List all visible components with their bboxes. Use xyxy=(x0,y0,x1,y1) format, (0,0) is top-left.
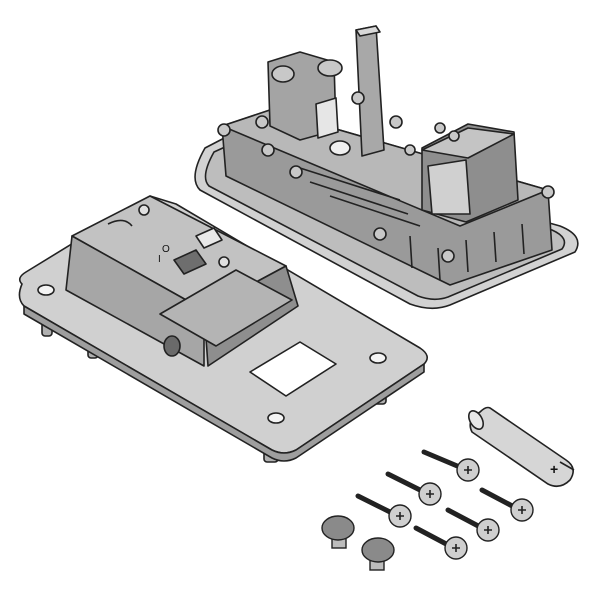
panel-mark-i: I xyxy=(158,254,161,265)
jack-hole xyxy=(163,335,181,357)
latch-window xyxy=(315,97,339,139)
battery-body xyxy=(469,406,574,488)
release-lever-top xyxy=(355,25,381,37)
frame-ramp xyxy=(159,269,293,347)
frame-cutout xyxy=(249,341,337,397)
square-button xyxy=(195,227,223,249)
screw xyxy=(479,487,534,522)
latch-hole xyxy=(329,140,351,156)
cap xyxy=(321,515,355,549)
battery-plus-label: + xyxy=(550,461,558,477)
housing-ribs xyxy=(299,167,421,227)
cap xyxy=(361,537,395,571)
housing-unit xyxy=(194,25,579,310)
connector-port xyxy=(173,249,207,275)
screws xyxy=(355,449,534,560)
housing-side-ribs xyxy=(409,223,525,281)
battery xyxy=(467,406,575,488)
housing-screw-bosses xyxy=(217,91,555,263)
screw xyxy=(445,507,500,542)
panel-mark-o: O xyxy=(162,244,170,255)
mounting-frame xyxy=(18,195,428,463)
screw xyxy=(355,493,412,528)
frame-hole xyxy=(369,352,387,364)
frame-hole xyxy=(267,412,285,424)
battery-end xyxy=(467,410,485,430)
hinge-knob-left xyxy=(271,65,295,83)
frame-top-screw xyxy=(138,204,150,216)
hinge-knob xyxy=(317,59,343,77)
caps xyxy=(321,515,395,571)
frame-top-screw xyxy=(218,256,230,268)
control-box-front xyxy=(65,235,205,367)
frame-plate-edge xyxy=(23,305,425,462)
screw xyxy=(421,449,480,482)
screw xyxy=(413,525,468,560)
frame-arc-mark xyxy=(107,219,133,227)
battery-terminal xyxy=(559,461,575,471)
frame-hole xyxy=(37,284,55,296)
switch-rocker xyxy=(427,159,471,215)
screw xyxy=(385,471,442,506)
